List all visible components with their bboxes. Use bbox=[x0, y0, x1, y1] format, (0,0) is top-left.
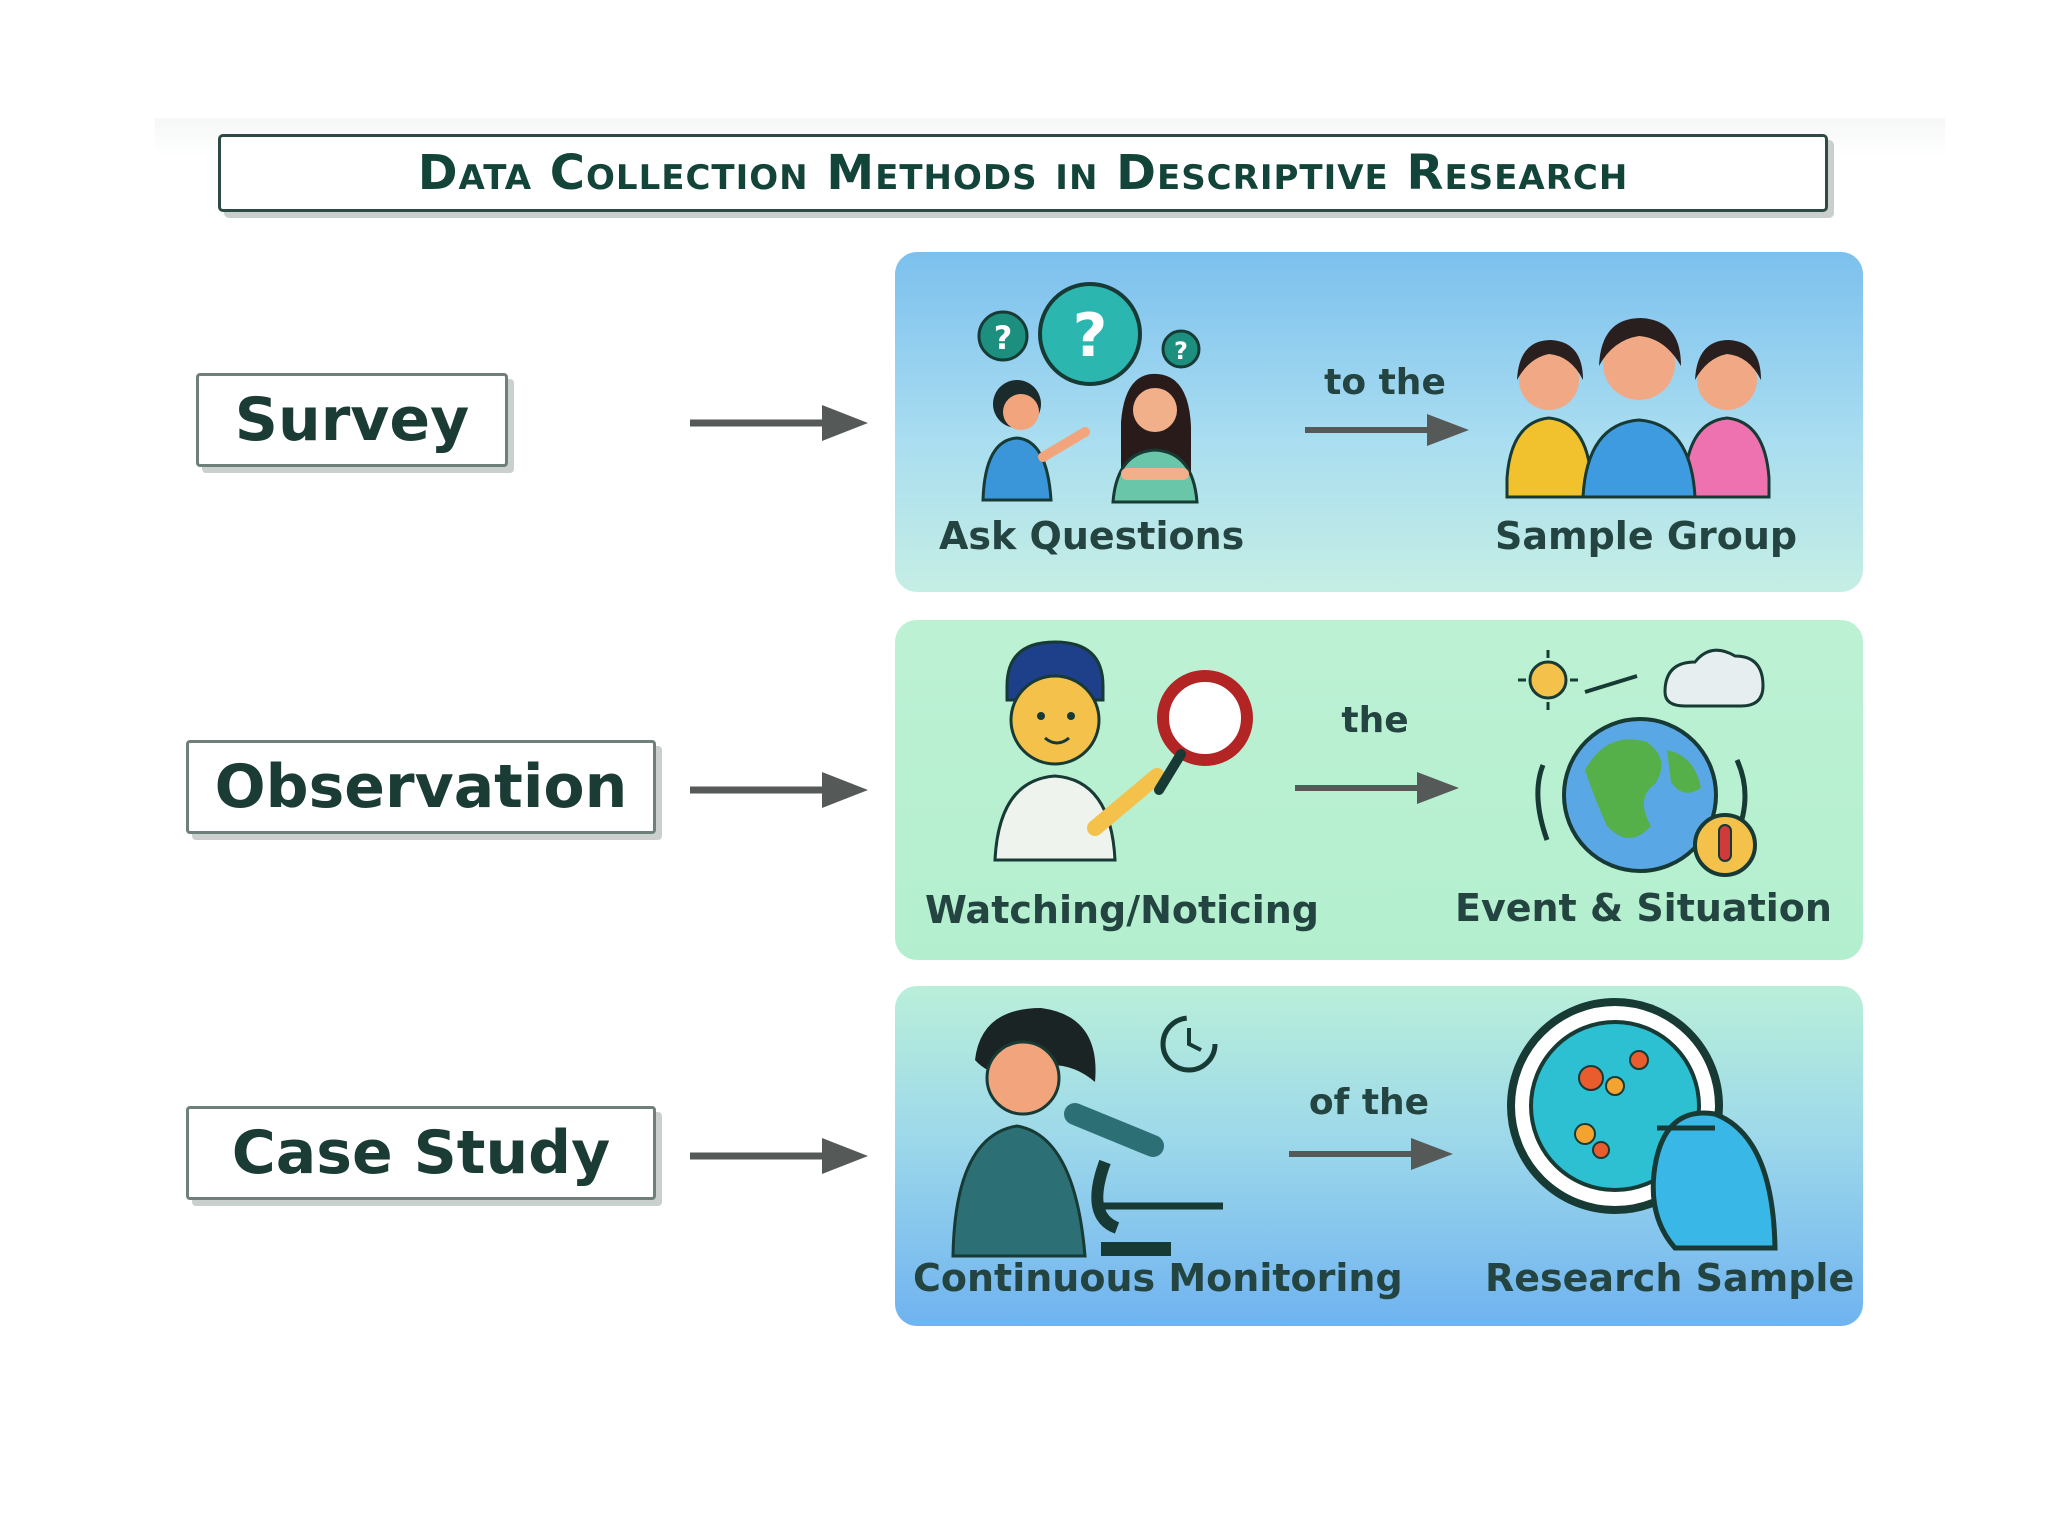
survey-panel: ? ? ? bbox=[895, 252, 1863, 592]
survey-connector-label: to the bbox=[1324, 362, 1446, 403]
petri-dish-hand-icon bbox=[1507, 998, 1778, 1251]
svg-text:?: ? bbox=[994, 319, 1013, 357]
earth-weather-icon bbox=[1518, 648, 1765, 877]
diagram-title: Data Collection Methods in Descriptive R… bbox=[218, 134, 1828, 212]
case-study-right-label: Research Sample bbox=[1485, 1256, 1855, 1300]
person-magnifier-icon bbox=[993, 640, 1253, 862]
case-study-panel: Continuous Monitoring of the Research Sa… bbox=[895, 986, 1863, 1326]
observation-panel: Watching/Noticing the Event & Situation bbox=[895, 620, 1863, 960]
svg-text:?: ? bbox=[1073, 301, 1108, 371]
observation-right-label: Event & Situation bbox=[1455, 886, 1832, 930]
arrow-case-study bbox=[690, 1138, 868, 1174]
group-of-people-icon bbox=[1505, 318, 1771, 499]
case-study-connector-label: of the bbox=[1308, 1082, 1430, 1123]
case-study-left-label: Continuous Monitoring bbox=[913, 1256, 1403, 1300]
method-case-study: Case Study bbox=[186, 1106, 656, 1200]
method-survey: Survey bbox=[196, 373, 508, 467]
method-observation: Observation bbox=[186, 740, 656, 834]
scientist-microscope-icon bbox=[951, 1008, 1223, 1258]
svg-text:?: ? bbox=[1174, 337, 1188, 365]
arrow-observation bbox=[690, 772, 868, 808]
people-talking-question-icon: ? ? ? bbox=[977, 282, 1201, 504]
observation-connector-label: the bbox=[1341, 700, 1409, 741]
survey-right-label: Sample Group bbox=[1495, 514, 1798, 558]
survey-left-label: Ask Questions bbox=[939, 514, 1245, 558]
observation-left-label: Watching/Noticing bbox=[925, 888, 1320, 932]
arrow-survey bbox=[690, 405, 868, 441]
